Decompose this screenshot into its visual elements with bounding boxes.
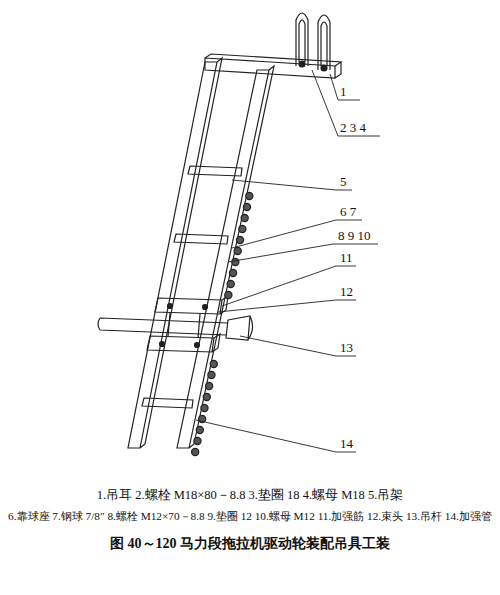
steel-ball [234,247,241,254]
steel-ball [201,404,208,411]
callout-number: 1 [340,84,347,100]
steel-ball [210,360,217,367]
steel-ball [192,448,199,455]
callout-number: 11 [340,250,353,266]
lifting-rod [98,318,228,335]
bolt [160,342,165,347]
steel-ball [196,426,203,433]
callout-number: 14 [340,436,353,452]
callout-number: 13 [340,340,353,356]
steel-ball [236,236,243,243]
crossbar [188,166,242,176]
bolt [203,305,208,310]
steel-ball [208,371,215,378]
steel-ball [232,258,239,265]
callout-number: 6 7 [340,204,356,220]
steel-ball [239,225,246,232]
steel-ball [243,203,250,210]
lifting-lug [321,22,327,66]
rod-end [226,316,253,340]
steel-ball-chain [192,192,253,455]
steel-ball [194,437,201,444]
steel-ball [225,291,232,298]
frame-rail [128,58,222,448]
parts-list: 6.靠球座 7.钢球 7/8″ 8.螺栓 M12×70－8.8 9.垫圈 12 … [8,510,492,524]
lifting-lug [296,13,308,66]
top-beam [205,54,341,78]
callout-number: 12 [340,284,353,300]
steel-ball [246,192,253,199]
bolt [195,343,200,348]
callout-number: 5 [340,174,347,190]
callout-number: 8 9 10 [338,228,371,244]
callout-number: 2 3 4 [340,120,366,136]
steel-ball [206,382,213,389]
steel-ball [203,393,210,400]
leader-lines [196,70,380,452]
steel-ball [241,214,248,221]
steel-ball [229,269,236,276]
clamp-plate [147,334,220,352]
steel-ball [227,280,234,287]
lifting-lug [299,20,305,62]
crossbar [174,234,228,244]
clamp-plate [155,296,228,314]
parts-list: 1.吊耳 2.螺栓 M18×80－8.8 3.垫圈 18 4.螺母 M18 5.… [97,488,404,503]
figure-caption: 图 40～120 马力段拖拉机驱动轮装配吊具工装 [110,536,390,553]
crossbar [142,398,193,408]
bolt [168,304,173,309]
